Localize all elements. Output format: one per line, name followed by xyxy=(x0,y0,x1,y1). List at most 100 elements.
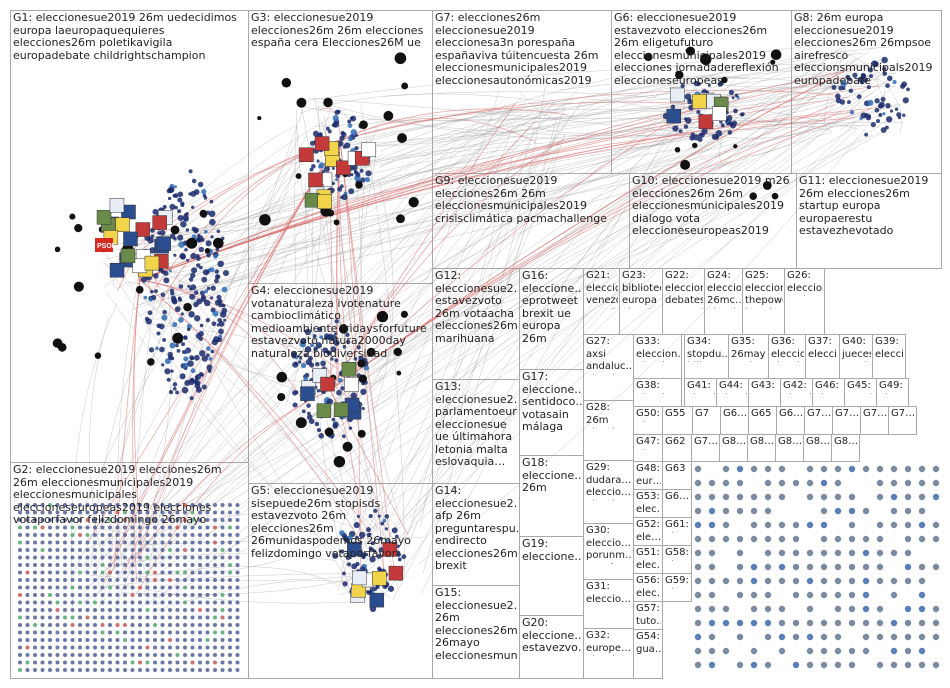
node xyxy=(205,623,210,627)
node xyxy=(198,563,202,567)
node xyxy=(341,131,347,138)
edge xyxy=(367,374,384,393)
psoe-node xyxy=(95,238,113,252)
node xyxy=(708,591,716,599)
node xyxy=(153,638,157,642)
node xyxy=(918,535,926,543)
node xyxy=(848,549,856,557)
node xyxy=(48,615,52,620)
node xyxy=(300,362,307,369)
node xyxy=(235,533,240,537)
node xyxy=(876,633,884,641)
node xyxy=(831,85,837,90)
node xyxy=(228,563,232,567)
node xyxy=(694,633,702,641)
node xyxy=(890,507,898,515)
node xyxy=(235,608,240,612)
node xyxy=(93,600,97,605)
edge xyxy=(121,573,367,595)
edge xyxy=(343,81,899,586)
node xyxy=(172,321,178,328)
node xyxy=(183,630,187,635)
node xyxy=(334,319,339,324)
node xyxy=(882,112,886,116)
node xyxy=(189,396,194,401)
node xyxy=(18,630,22,635)
node xyxy=(160,540,165,545)
node xyxy=(78,563,82,567)
node xyxy=(375,584,380,589)
node xyxy=(173,193,179,199)
node xyxy=(212,237,224,249)
node xyxy=(848,605,856,613)
node xyxy=(175,570,180,575)
node xyxy=(108,570,112,575)
node xyxy=(130,555,135,560)
node xyxy=(292,402,298,408)
node xyxy=(228,518,232,522)
edge xyxy=(155,76,893,606)
edge xyxy=(379,44,820,152)
node xyxy=(153,630,157,635)
edge xyxy=(339,139,361,575)
node xyxy=(356,514,360,518)
node xyxy=(393,347,402,357)
node xyxy=(115,645,120,650)
image-node xyxy=(308,172,323,188)
group-label-g69: G7… xyxy=(835,408,859,419)
node xyxy=(834,479,842,487)
node xyxy=(932,619,940,627)
group-label-g60: G6… xyxy=(665,491,690,502)
node xyxy=(369,556,376,563)
node xyxy=(764,549,772,557)
node xyxy=(387,585,395,592)
node xyxy=(153,510,157,515)
node xyxy=(792,661,800,669)
node xyxy=(40,600,45,605)
node xyxy=(157,231,162,235)
image-node xyxy=(344,377,359,392)
node xyxy=(93,653,97,657)
node xyxy=(40,503,45,507)
group-label-g65: G65 xyxy=(751,408,772,419)
node xyxy=(48,660,52,665)
node xyxy=(792,633,800,641)
node xyxy=(182,362,189,369)
node xyxy=(310,343,314,348)
node xyxy=(183,555,187,560)
group-label-g28: G28: 26m eleccio… xyxy=(586,402,631,428)
node xyxy=(162,337,167,342)
node xyxy=(308,418,315,425)
edge xyxy=(383,91,857,129)
node xyxy=(33,645,37,650)
node xyxy=(720,123,725,128)
node xyxy=(188,277,194,282)
edge xyxy=(146,158,712,606)
node xyxy=(727,130,733,135)
node xyxy=(55,555,60,560)
node xyxy=(323,97,333,108)
image-node xyxy=(336,160,351,176)
node xyxy=(40,593,45,597)
node xyxy=(890,549,898,557)
edge xyxy=(96,545,112,596)
node xyxy=(85,510,90,515)
node xyxy=(25,645,30,650)
edge xyxy=(71,302,118,610)
node xyxy=(85,585,90,590)
node xyxy=(161,314,168,321)
edge xyxy=(839,120,856,131)
edge xyxy=(334,59,828,418)
node xyxy=(63,600,67,605)
node xyxy=(48,608,52,612)
edge xyxy=(151,323,348,364)
node xyxy=(199,290,205,296)
node xyxy=(145,630,150,635)
node xyxy=(173,253,177,257)
node xyxy=(193,290,199,295)
node xyxy=(33,653,37,657)
node xyxy=(153,623,157,627)
node xyxy=(25,525,30,530)
node xyxy=(33,660,37,665)
node xyxy=(205,525,210,530)
